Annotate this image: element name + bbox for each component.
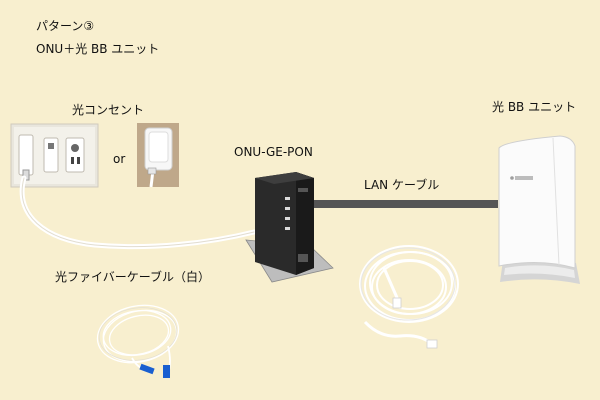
lan-cable-line [311,200,498,208]
diagram-title: パターン③ [36,19,95,33]
fiber-cable-coil-icon [96,304,180,378]
diagram-subtitle: ONU＋光 BB ユニット [36,42,160,56]
or-label: or [113,152,126,166]
fiber-cable-label: 光ファイバーケーブル（白） [55,270,211,284]
onu-label: ONU-GE-PON [234,145,313,159]
bb-unit-label: 光 BB ユニット [492,100,577,114]
onu-device-icon [245,172,334,283]
lan-cable-label: LAN ケーブル [364,178,440,192]
bb-unit-icon [498,135,580,284]
outlet-label: 光コンセント [72,103,145,117]
lan-cable-coil-icon [359,245,459,349]
optical-outlet-box-icon [137,123,179,188]
wall-outlet-panel-icon [10,123,99,188]
